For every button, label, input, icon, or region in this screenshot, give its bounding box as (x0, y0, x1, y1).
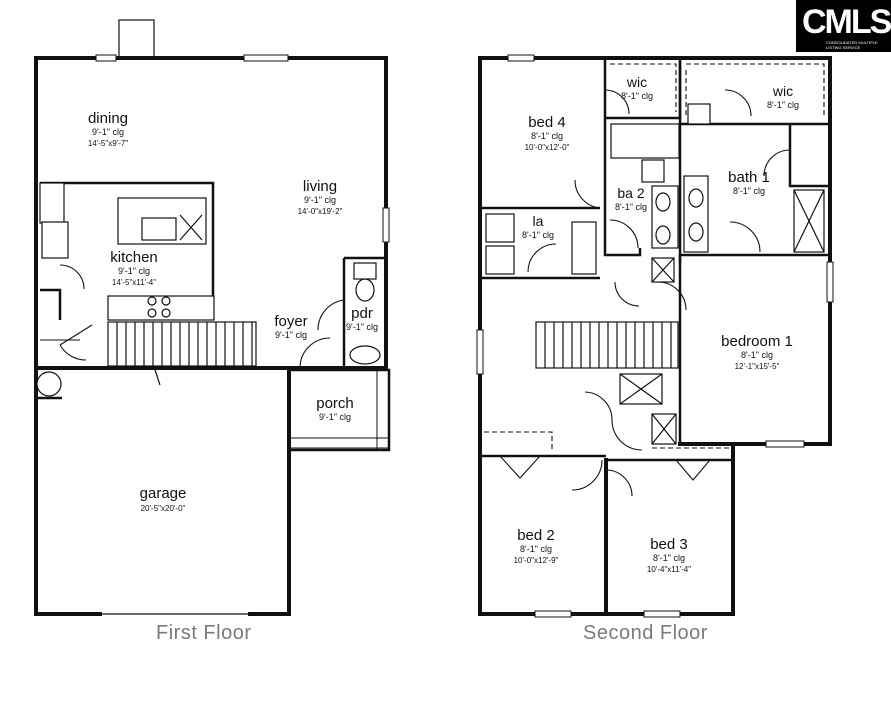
bed4-name: bed 4 (528, 114, 566, 131)
window (95, 54, 117, 62)
bed3-height: 8'-1" clg (653, 553, 685, 563)
window (507, 54, 535, 62)
la-height: 8'-1" clg (522, 230, 554, 240)
powder-sink (349, 345, 381, 365)
first-floor-label: First Floor (156, 622, 252, 644)
kitchen-counter (107, 295, 215, 321)
logo-text: CMLS (802, 3, 891, 41)
bedroom1-name: bedroom 1 (721, 333, 793, 350)
dining-name: dining (88, 110, 128, 127)
logo-subtext: CONSOLIDATED MULTIPLE LISTING SERVICE (826, 40, 878, 50)
toilet (353, 262, 377, 280)
wic2-name: wic (772, 83, 793, 99)
bathtub (610, 123, 680, 159)
window (243, 54, 289, 62)
second-floor-stairs (535, 321, 679, 369)
kitchen-sink (141, 217, 177, 241)
first-floor-plan (34, 19, 391, 616)
bedroom1-height: 8'-1" clg (741, 350, 773, 360)
wic1-name: wic (626, 74, 647, 90)
foyer-name: foyer (274, 313, 307, 330)
ba2-height: 8'-1" clg (615, 202, 647, 212)
living-height: 9'-1" clg (304, 195, 336, 205)
living-dims: 14'-0"x19'-2" (298, 207, 343, 216)
dining-height: 9'-1" clg (92, 127, 124, 137)
kitchen-name: kitchen (110, 249, 158, 266)
second-floor-label: Second Floor (583, 622, 708, 644)
chimney (118, 19, 155, 59)
toilet (641, 159, 665, 183)
bed4-dims: 10'-0"x12'-0" (525, 143, 570, 152)
la-name: la (533, 213, 544, 229)
toilet (687, 103, 711, 125)
window (826, 261, 834, 303)
bath1-height: 8'-1" clg (733, 186, 765, 196)
garage-dims: 20'-5"x20'-0" (141, 504, 186, 513)
wic1-height: 8'-1" clg (621, 91, 653, 101)
window (534, 610, 572, 618)
bath1-name: bath 1 (728, 169, 770, 186)
bed3-dims: 10'-4"x11'-4" (647, 565, 691, 574)
linen (571, 221, 597, 275)
bed2-height: 8'-1" clg (520, 544, 552, 554)
kitchen-height: 9'-1" clg (118, 266, 150, 276)
pantry (39, 182, 65, 224)
window (643, 610, 681, 618)
porch-height: 9'-1" clg (319, 412, 351, 422)
second-floor-plan (476, 54, 834, 618)
bedroom1-dims: 12'-1"x15'-5" (735, 362, 780, 371)
ba2-name: ba 2 (617, 185, 644, 201)
first-floor-exterior-wall (34, 56, 388, 370)
pdr-name: pdr (351, 305, 373, 322)
bed3-name: bed 3 (650, 536, 688, 553)
bed4-height: 8'-1" clg (531, 131, 563, 141)
window (765, 440, 805, 448)
pdr-height: 9'-1" clg (346, 322, 378, 332)
living-name: living (303, 178, 337, 195)
garage-name: garage (140, 485, 187, 502)
bed2-name: bed 2 (517, 527, 555, 544)
refrigerator (41, 221, 69, 259)
foyer-height: 9'-1" clg (275, 330, 307, 340)
cmls-logo: CMLS CONSOLIDATED MULTIPLE LISTING SERVI… (796, 0, 891, 52)
kitchen-dims: 14'-5"x11'-4" (112, 278, 156, 287)
window (476, 329, 484, 375)
water-heater (36, 371, 62, 397)
window (382, 207, 390, 243)
dining-dims: 14'-5"x9'-7" (88, 139, 128, 148)
washer (485, 213, 515, 243)
first-floor-stairs (107, 321, 257, 367)
wic2-height: 8'-1" clg (767, 100, 799, 110)
bed2-dims: 10'-0"x12'-9" (514, 556, 559, 565)
dryer (485, 245, 515, 275)
porch-name: porch (316, 395, 354, 412)
